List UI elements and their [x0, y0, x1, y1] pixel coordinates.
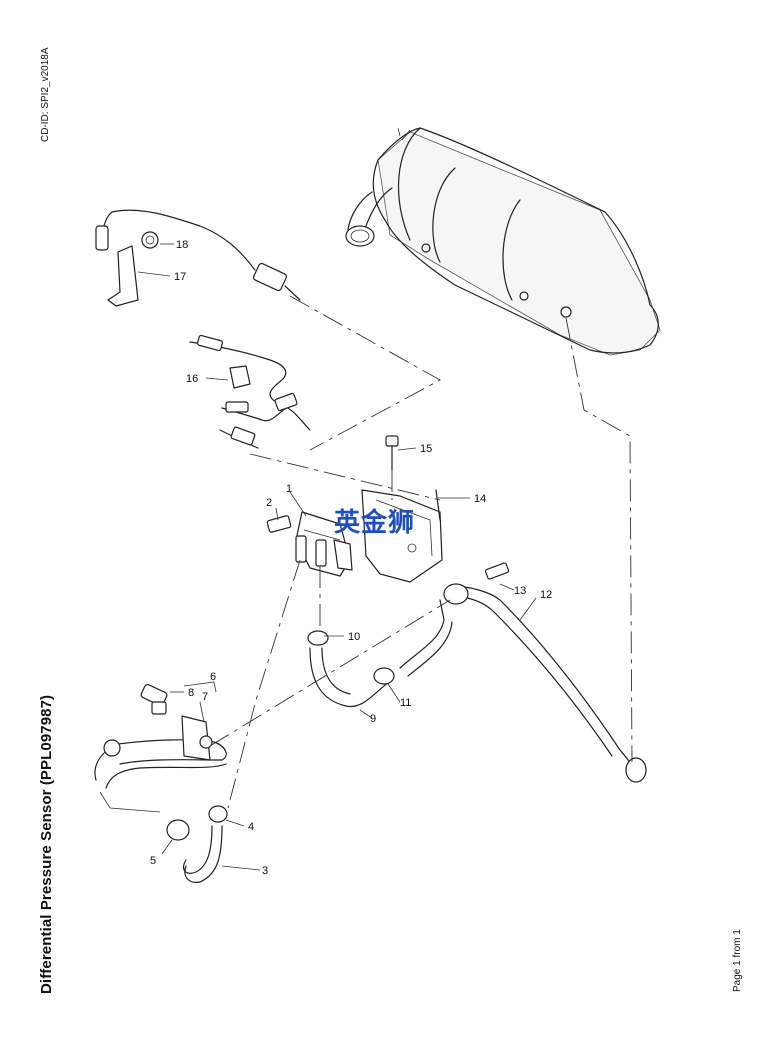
- pipe-assembly-6: [94, 683, 227, 789]
- callout-17: 17: [174, 271, 186, 283]
- particulate-filter: [345, 127, 661, 356]
- watermark-logo: 英金狮: [334, 508, 416, 538]
- callout-10: 10: [348, 631, 360, 643]
- callout-12: 12: [540, 589, 552, 601]
- hose-3: [99, 791, 228, 883]
- pipe-12: [443, 562, 647, 783]
- callout-4: 4: [248, 821, 254, 833]
- callout-numbers: 1 2 3 4 5 6 7 8 9 10 11 12 13 14 15 16 1…: [150, 239, 552, 877]
- sensor-mounting-bracket: [361, 489, 443, 583]
- callout-7: 7: [202, 691, 208, 703]
- callout-11: 11: [400, 697, 411, 709]
- callout-8: 8: [188, 687, 194, 699]
- callout-14: 14: [474, 493, 486, 505]
- callout-16: 16: [186, 373, 198, 385]
- callout-6: 6: [210, 671, 216, 683]
- callout-5: 5: [150, 855, 156, 867]
- bolt-15: [385, 435, 399, 471]
- hose-assembly: [307, 599, 453, 708]
- callout-2: 2: [266, 497, 272, 509]
- differential-pressure-sensor: [266, 511, 353, 577]
- sensor-wiring-harness: [189, 334, 311, 449]
- callout-1: 1: [286, 483, 292, 495]
- callout-9: 9: [370, 713, 376, 725]
- callout-13: 13: [514, 585, 526, 597]
- callout-15: 15: [420, 443, 432, 455]
- oxygen-sensor-harness: [95, 209, 301, 307]
- callout-3: 3: [262, 865, 268, 877]
- callout-leaders: [137, 243, 537, 871]
- assembly-lines: [209, 295, 633, 809]
- callout-18: 18: [176, 239, 188, 251]
